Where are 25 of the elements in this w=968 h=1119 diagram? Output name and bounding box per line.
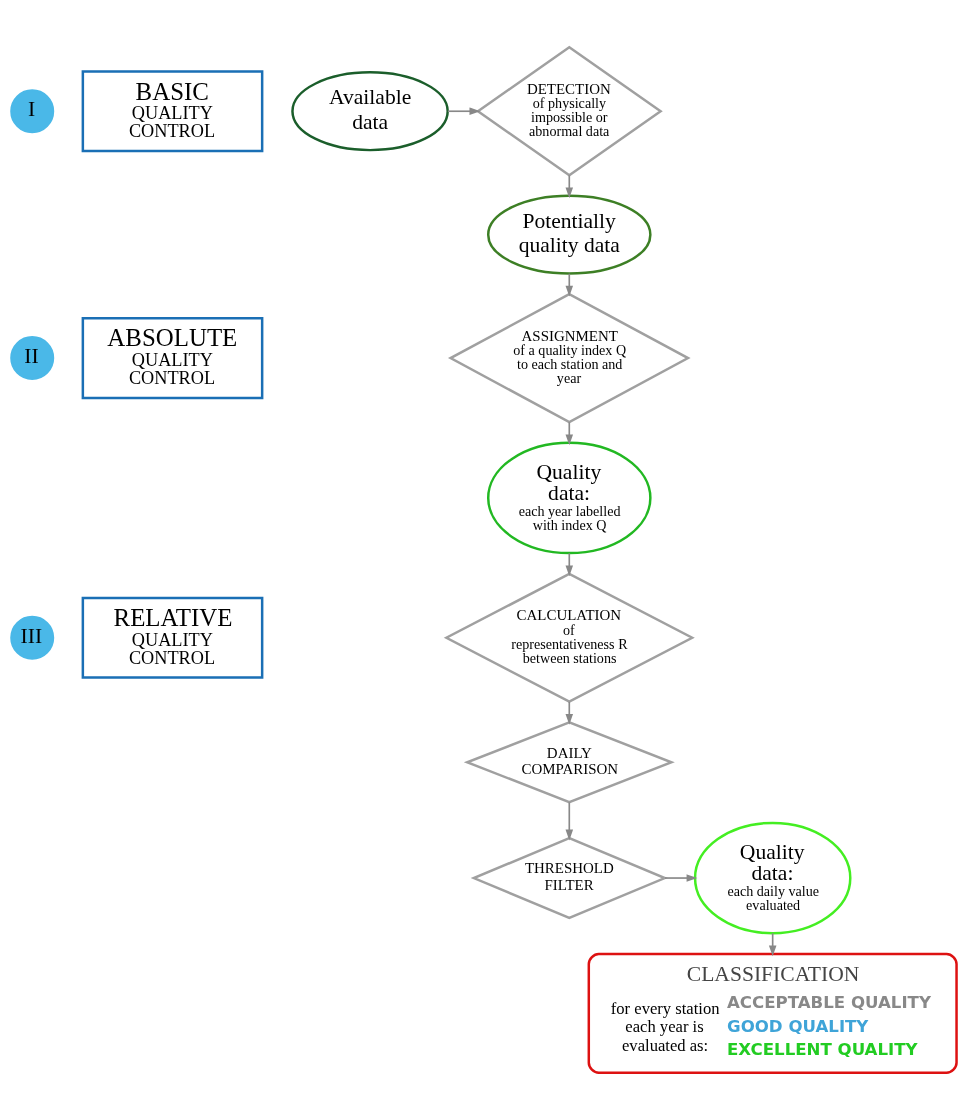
arrow: [565, 174, 574, 198]
node-box: RELATIVE QUALITY CONTROL: [81, 596, 264, 679]
arrow: [565, 700, 574, 725]
node-ellipse: Quality data: each daily value evaluated: [693, 821, 852, 934]
node-diamond: THRESHOLD FILTER: [470, 836, 668, 919]
node-ellipse: Available data: [291, 70, 449, 151]
node-circle: I: [10, 88, 55, 133]
arrow: [565, 801, 574, 840]
node-diamond: DAILY COMPARISON: [463, 720, 675, 803]
arrow: [565, 552, 574, 576]
node-box: BASIC QUALITY CONTROL: [81, 69, 264, 152]
node-circle: III: [10, 615, 55, 660]
node-diamond: DETECTION of physically impossible or abnormal data: [475, 45, 663, 177]
node-diamond: CALCULATION of representativeness R between stations: [443, 571, 695, 703]
node-box: ABSOLUTE QUALITY CONTROL: [81, 316, 264, 399]
node-circle: II: [10, 335, 55, 380]
node-ellipse: Quality data: each year labelled with index Q: [487, 441, 652, 554]
node-diamond: ASSIGNMENT of a quality index Q to each station and year: [447, 292, 691, 423]
arrow: [565, 421, 574, 445]
arrow: [447, 106, 481, 115]
node-box: CLASSIFICATION for every station each year is evaluated as: ACCEPTABLE QUALITY GOOD QUALITY EXCELLENT QUALITY: [587, 952, 958, 1074]
arrow: [768, 931, 777, 956]
arrow: [565, 272, 574, 296]
node-ellipse: Potentially quality data: [487, 194, 652, 275]
arrow: [664, 873, 698, 882]
